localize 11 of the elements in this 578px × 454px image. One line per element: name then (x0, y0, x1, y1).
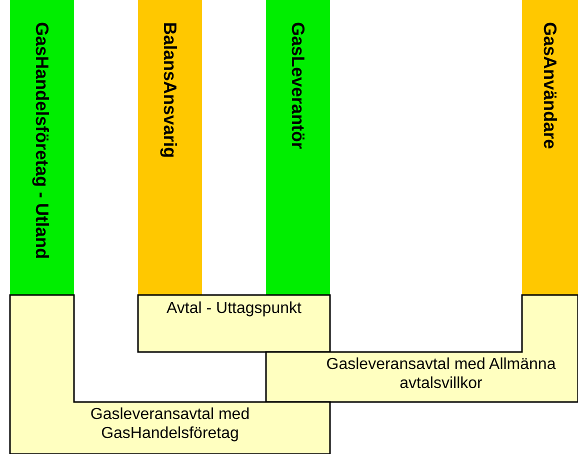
role-bar (10, 0, 74, 295)
role-label: GasLeverantör (287, 21, 309, 150)
role-bar (522, 0, 578, 295)
role-label: GasAnvändare (539, 21, 561, 150)
agreement-label: Gasleveransavtal med GasHandelsföretag (89, 405, 251, 443)
role-bar (138, 0, 202, 295)
role-label: BalansAnsvarig (159, 21, 181, 158)
agreement-label: Gasleveransavtal med Allmänna avtalsvillkor (325, 355, 557, 393)
agreement-label: Avtal - Uttagspunkt (166, 299, 302, 318)
role-label: GasHandelsföretag - Utland (31, 21, 53, 260)
role-bar (266, 0, 330, 295)
